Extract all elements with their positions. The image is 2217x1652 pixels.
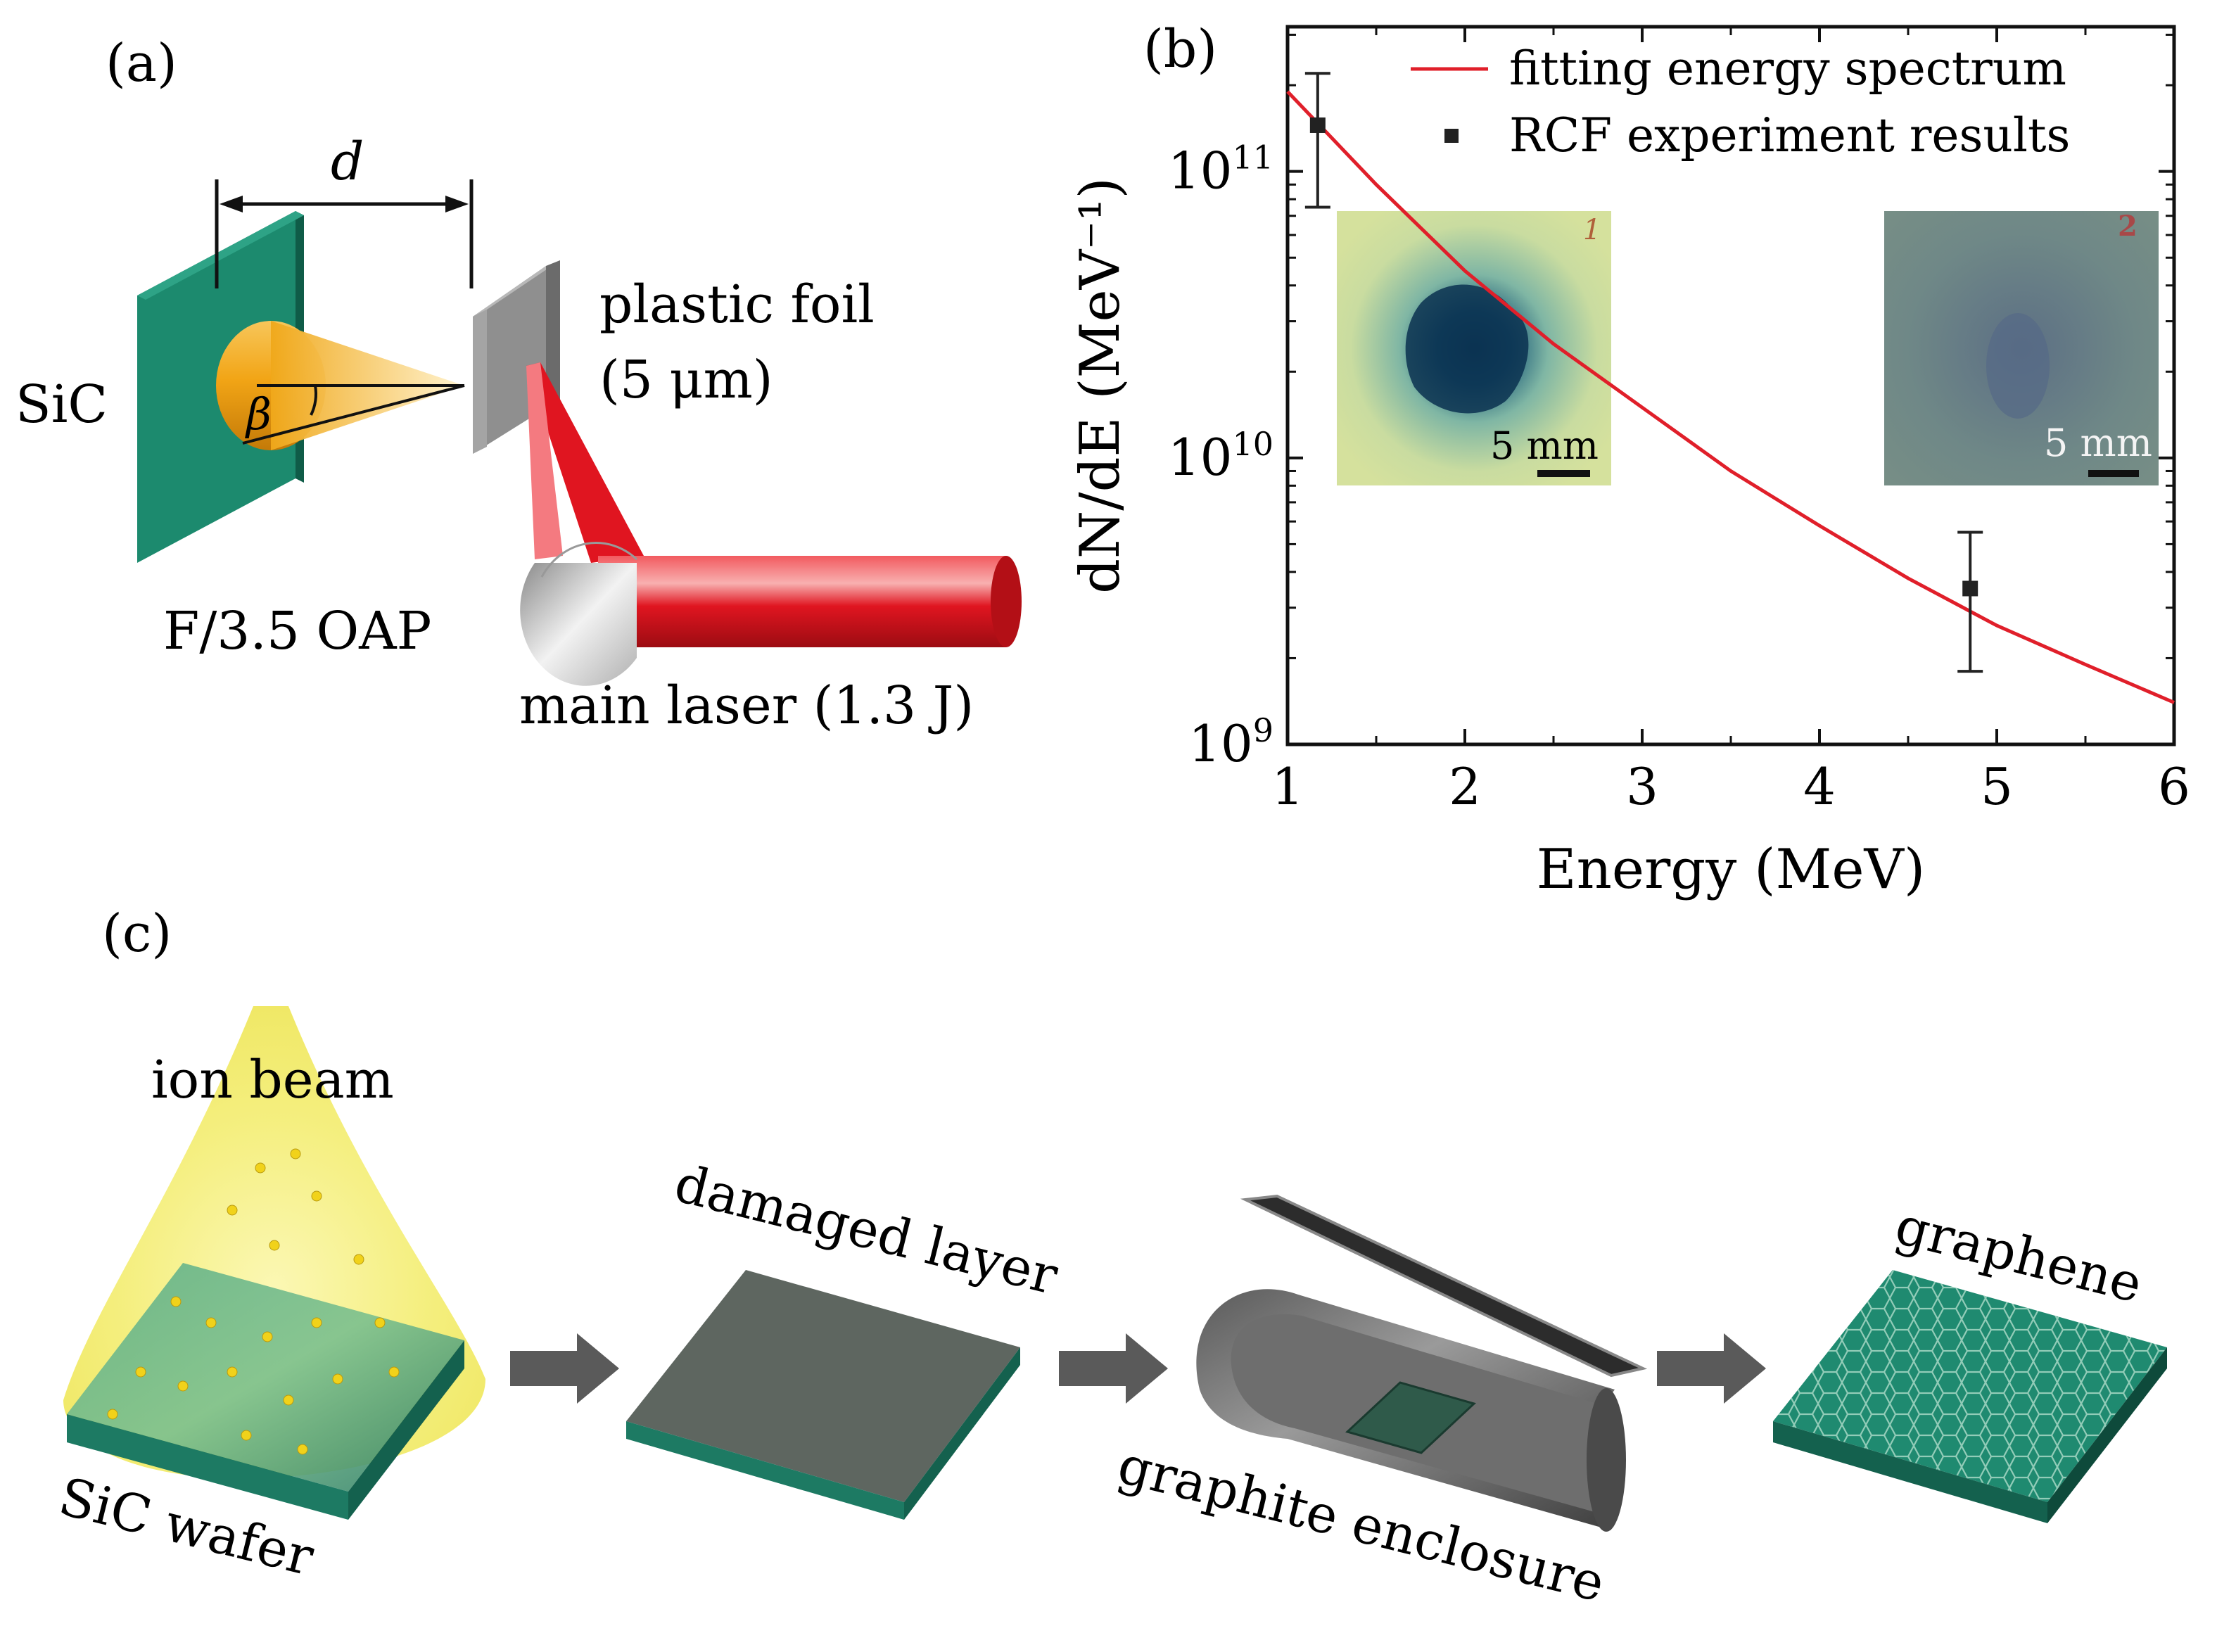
x-tick-label: 3 <box>1626 757 1658 816</box>
rcf-data-point <box>1962 580 1978 597</box>
x-tick-label: 2 <box>1449 757 1481 816</box>
graphite-enclosure-step: graphite enclosure <box>1112 1194 1648 1614</box>
inset-left-scalebar-label: 5 mm <box>1490 424 1599 468</box>
fitting-spectrum-line <box>1286 90 2175 704</box>
x-axis-label: Energy (MeV) <box>1537 838 1926 901</box>
chart-series <box>1286 72 2175 704</box>
oap-mirror <box>520 542 638 686</box>
panel-b: (b) 1 5 mm 2 5 mm 1 2 3 4 5 6 109 1010 1011 fitt… <box>1069 19 2190 901</box>
damaged-layer-label: damaged layer <box>669 1153 1064 1307</box>
graphene-step: graphene <box>1773 1195 2167 1523</box>
inset-right-mark: 2 <box>2118 210 2137 243</box>
legend-square-swatch <box>1444 129 1459 143</box>
ion-cone: β <box>216 321 465 450</box>
oap-label: F/3.5 OAP <box>163 601 431 661</box>
laser-beam <box>526 362 1022 647</box>
panel-b-label: (b) <box>1143 19 1217 80</box>
x-tick-label: 4 <box>1803 757 1836 816</box>
foil-label-line2: (5 μm) <box>599 350 773 410</box>
x-tick-label: 6 <box>2158 757 2190 816</box>
rcf-inset-left: 1 5 mm <box>1337 211 1611 485</box>
process-arrow-2 <box>1059 1333 1168 1404</box>
damaged-layer-step: damaged layer <box>626 1153 1064 1520</box>
y-tick-label: 109 <box>1188 711 1273 773</box>
rcf-inset-right: 2 5 mm <box>1884 210 2159 485</box>
x-tick-label: 1 <box>1271 757 1304 816</box>
legend-label-rcf: RCF experiment results <box>1509 108 2070 163</box>
enclosure-lid <box>1240 1194 1648 1378</box>
foil-label-line1: plastic foil <box>599 274 875 335</box>
y-tick-label: 1010 <box>1168 425 1273 487</box>
legend-label-fit: fitting energy spectrum <box>1509 42 2066 96</box>
ion-particles <box>107 1148 400 1455</box>
panel-c: (c) ion beam SiC wafer <box>53 903 2167 1614</box>
plastic-foil <box>473 260 560 454</box>
x-tick-label: 5 <box>1981 757 2013 816</box>
ion-beam-step: ion beam SiC wafer <box>53 1006 485 1588</box>
sic-label: SiC <box>15 374 108 435</box>
ion-beam-label: ion beam <box>151 1050 394 1110</box>
chart-ticks: 1 2 3 4 5 6 109 1010 1011 <box>1168 27 2190 816</box>
beta-label: β <box>245 388 272 440</box>
inset-left-scalebar <box>1537 470 1590 477</box>
y-tick-label: 1011 <box>1168 139 1273 201</box>
laser-label: main laser (1.3 J) <box>519 675 974 736</box>
y-axis-label: dN/dE (MeV⁻¹) <box>1069 177 1132 594</box>
panel-a-label: (a) <box>106 33 177 94</box>
chart-labels: Energy (MeV) dN/dE (MeV⁻¹) <box>1069 177 1925 901</box>
chart-b: 1 2 3 4 5 6 109 1010 1011 fitting energy spectru… <box>1069 25 2190 901</box>
inset-left-mark: 1 <box>1583 214 1601 246</box>
process-arrow-1 <box>510 1333 619 1404</box>
process-arrow-3 <box>1657 1333 1766 1404</box>
inset-right-scalebar <box>2088 470 2139 477</box>
rcf-data-point <box>1309 117 1326 133</box>
distance-marker: d <box>215 132 474 288</box>
panel-c-label: (c) <box>102 903 172 964</box>
panel-a: (a) SiC d β <box>15 33 1022 736</box>
inset-right-scalebar-label: 5 mm <box>2044 421 2152 465</box>
d-label: d <box>331 132 364 192</box>
